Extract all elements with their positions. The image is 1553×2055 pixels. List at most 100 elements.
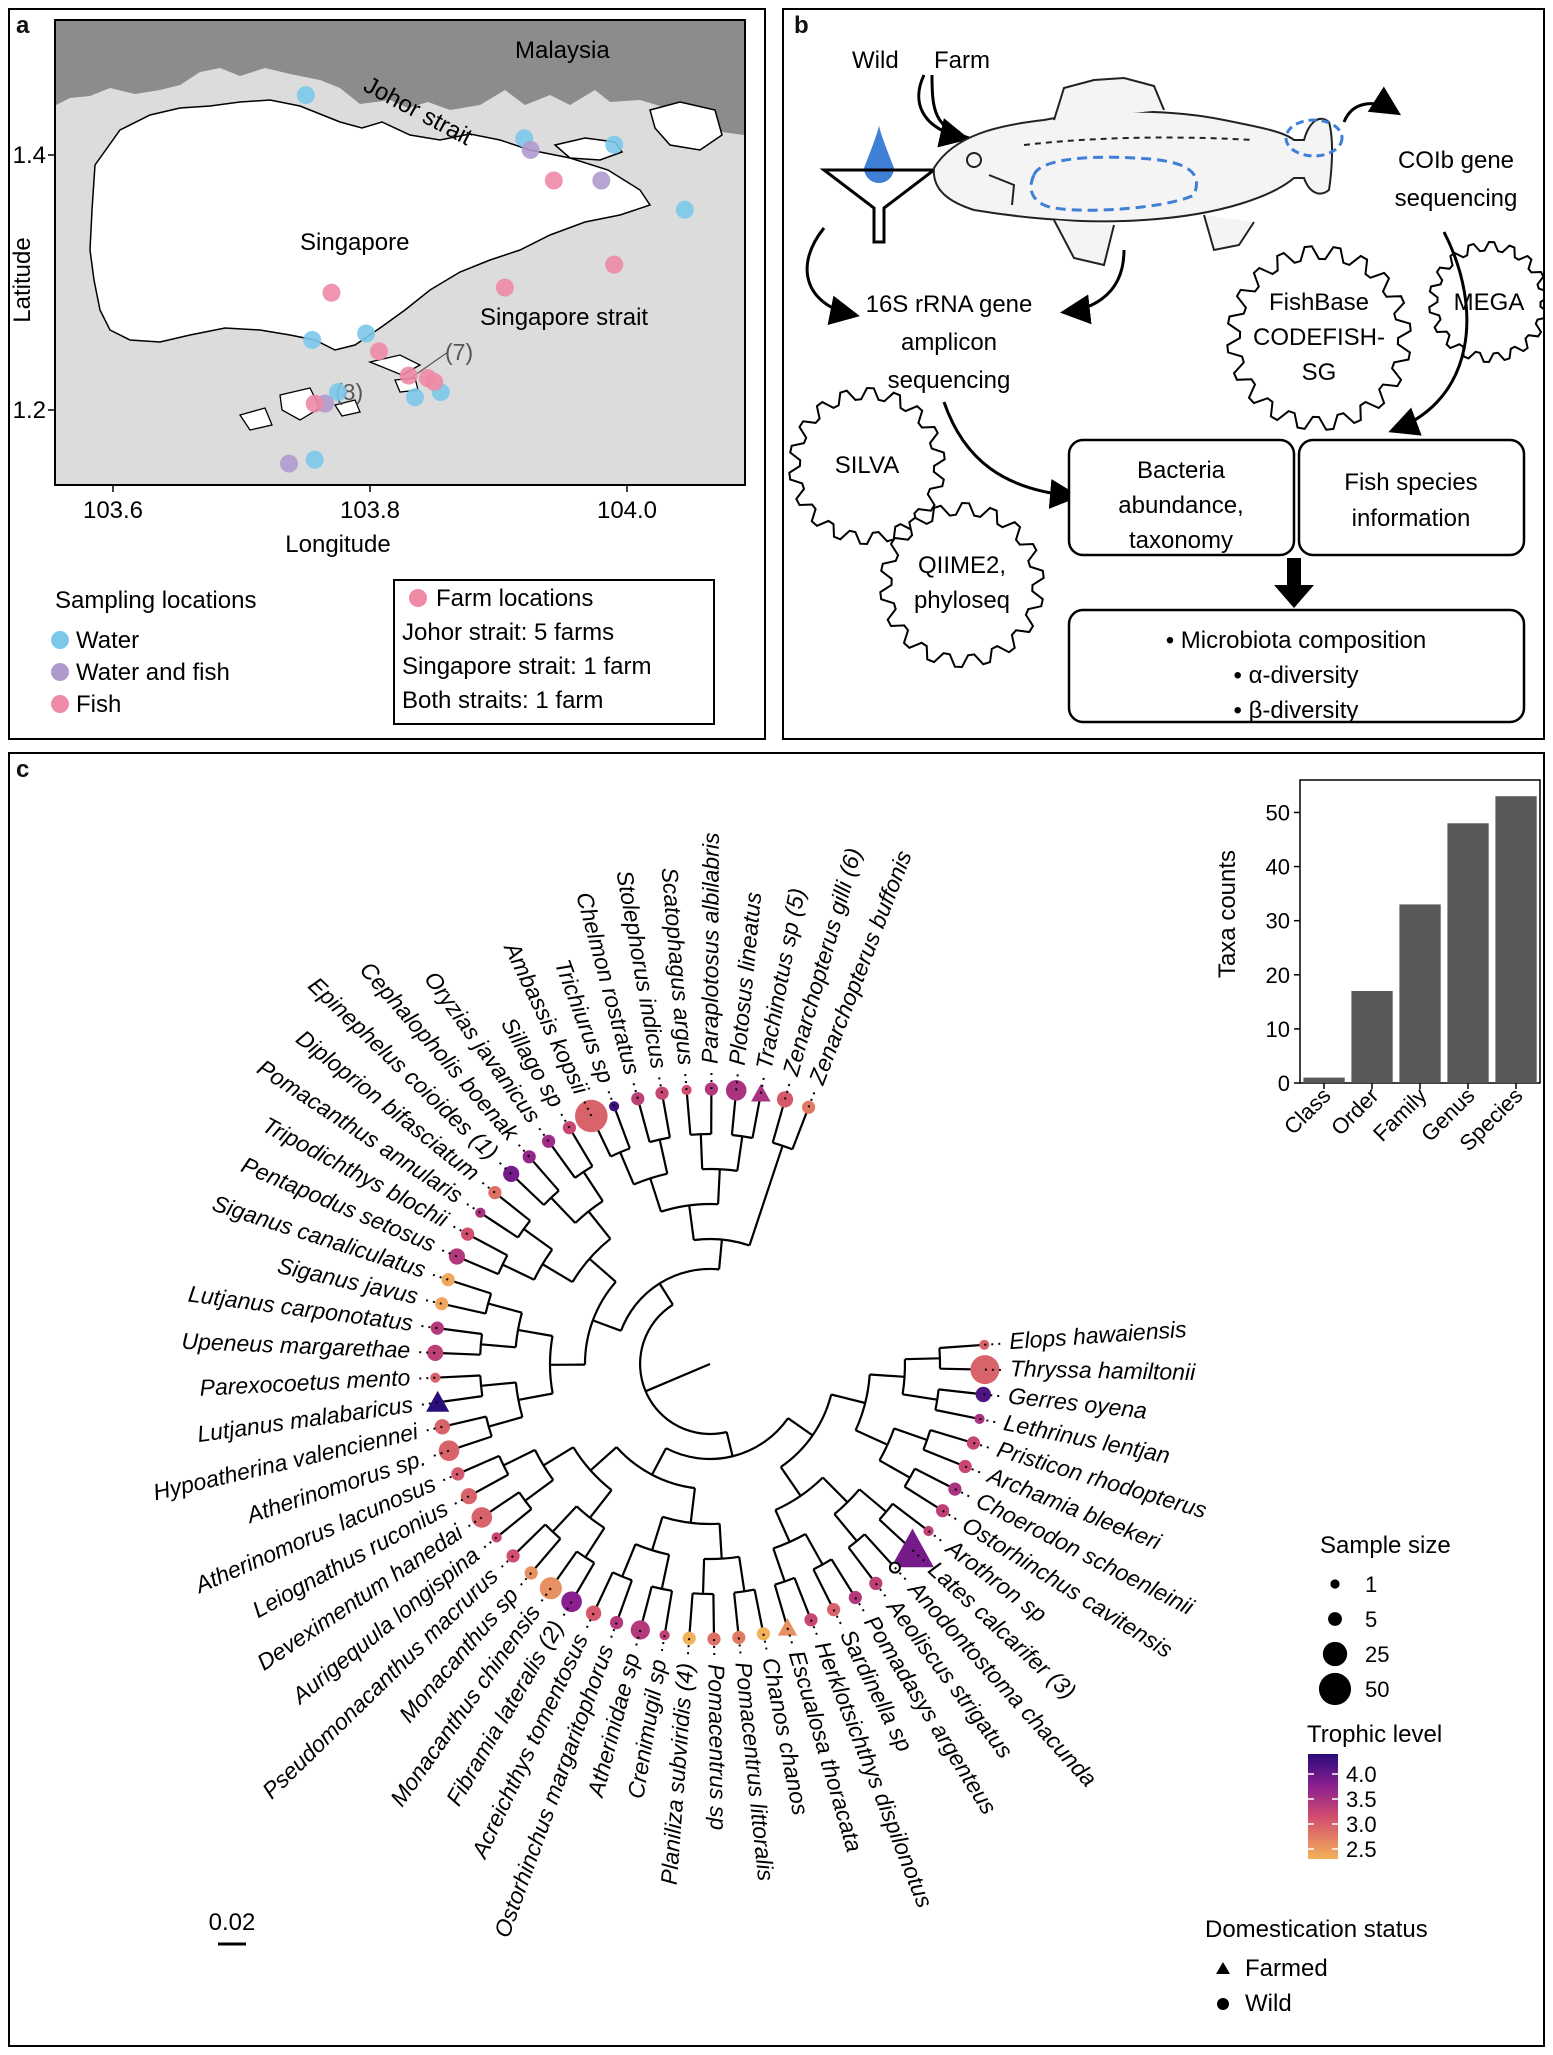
branch-arc — [497, 1254, 509, 1275]
branch — [649, 1178, 663, 1213]
label-singapore-strait: Singapore strait — [480, 304, 648, 331]
branch — [830, 1393, 866, 1405]
arrow-farm-fish — [930, 74, 970, 140]
trophic-tick-3.5: 3.5 — [1346, 1787, 1377, 1812]
branch — [748, 1145, 784, 1246]
branch-arc — [774, 1576, 795, 1586]
sampling-point-21 — [425, 372, 444, 391]
fishbase-line-1: FishBase — [1269, 289, 1369, 316]
branch — [658, 1139, 669, 1174]
label-malaysia: Malaysia — [515, 37, 610, 64]
x-tick-104.0: 104.0 — [597, 497, 657, 524]
branch — [892, 1502, 930, 1532]
label-singapore: Singapore — [300, 229, 409, 256]
sampling-point-16 — [495, 278, 514, 297]
branch-arc — [649, 1136, 671, 1144]
size-legend-label-5: 5 — [1365, 1607, 1377, 1632]
branch — [774, 1509, 791, 1543]
branch — [589, 1446, 618, 1472]
wild-circle-icon — [1217, 1998, 1229, 2010]
branch-arc — [548, 1335, 554, 1394]
branch — [587, 1210, 612, 1240]
arrow-fish-coi — [1342, 86, 1402, 123]
branch — [584, 1527, 606, 1558]
branch-arc — [690, 1132, 712, 1136]
panel-label-c: c — [16, 756, 30, 783]
size-legend-label-50: 50 — [1365, 1677, 1389, 1702]
arrow-fish-16s — [1060, 249, 1126, 325]
branch — [935, 1408, 980, 1420]
branch-arc — [516, 1220, 531, 1239]
branch — [718, 1523, 723, 1559]
branch — [787, 1417, 814, 1437]
branch — [812, 1568, 835, 1611]
tree-leaves — [426, 1080, 1000, 1646]
branch — [517, 1328, 553, 1338]
farmed-triangle-icon — [1216, 1962, 1230, 1974]
branch — [435, 1374, 481, 1379]
branch — [733, 1592, 740, 1638]
taxa-count-chart: Taxa counts ClassOrderFamilyGenusSpecies… — [1214, 779, 1541, 1156]
box-outcome — [1067, 608, 1526, 724]
leaf-marker-zenarchopterus-buffonis — [802, 1100, 816, 1114]
leaf-marker-epinephelus-coioides-1- — [503, 1165, 520, 1182]
malaysia-landmass — [56, 21, 744, 135]
branch — [636, 1098, 651, 1143]
farm-swatch — [409, 589, 427, 607]
branch — [830, 1558, 857, 1599]
trophic-tick-2.5: 2.5 — [1346, 1837, 1377, 1862]
y-tick-20: 20 — [1266, 963, 1290, 988]
branch-arc — [571, 1237, 612, 1283]
fishbase-line-2: CODEFISH- — [1253, 324, 1385, 351]
legend-wild-label: Wild — [1245, 1990, 1292, 2017]
map-y-label: Latitude — [10, 237, 36, 322]
branch — [588, 1257, 617, 1283]
branch — [660, 1093, 671, 1138]
sampling-point-15 — [605, 255, 624, 274]
branch — [822, 1476, 849, 1504]
branch — [699, 1134, 704, 1170]
branch — [688, 1593, 694, 1639]
branch — [904, 1485, 944, 1512]
branch-arc — [635, 1543, 670, 1556]
arrow-water-16s — [805, 227, 860, 325]
branch — [542, 1446, 574, 1467]
branch — [869, 1373, 905, 1378]
branch — [712, 1593, 716, 1640]
branch — [753, 1589, 765, 1635]
legend-trophic: Trophic level 4.03.53.02.5 — [1307, 1721, 1442, 1862]
x-tick-103.8: 103.8 — [340, 497, 400, 524]
sampling-point-18 — [370, 342, 388, 361]
branch — [512, 1523, 547, 1557]
x-tick-103.6: 103.6 — [83, 497, 143, 524]
branch — [487, 1302, 523, 1314]
arrow-coi-species — [1388, 231, 1469, 436]
bar-species — [1495, 796, 1537, 1083]
branch — [855, 1429, 888, 1446]
branch-arc — [772, 1141, 793, 1151]
legend-swatch-water-fish — [51, 663, 69, 681]
branch-arc — [575, 1505, 605, 1529]
branch — [651, 1447, 667, 1476]
tool-gears — [788, 240, 1543, 669]
leaf-marker-lates-calcarifer-3- — [891, 1528, 934, 1568]
legend-domestication: Domestication status Farmed Wild — [1205, 1916, 1428, 2017]
branch — [939, 1343, 985, 1350]
branch — [772, 1548, 786, 1582]
legend-swatch-fish — [51, 695, 69, 713]
branch — [523, 1228, 553, 1251]
outcome-line-2: • α-diversity — [1234, 662, 1359, 689]
workflow-diagram: Wild Farm COIb gene sequencing 16S rRNA … — [788, 47, 1543, 724]
legend-trophic-title: Trophic level — [1307, 1721, 1442, 1748]
southern-island-2 — [238, 407, 273, 431]
farm-locations-box: Farm locations Johor strait: 5 farms Sin… — [393, 579, 715, 725]
branch-arc — [576, 1550, 595, 1564]
sampling-point-17 — [322, 283, 341, 302]
size-legend-dot-25 — [1322, 1641, 1348, 1667]
branch-arc — [485, 1416, 493, 1437]
box-bacteria — [1067, 438, 1296, 557]
branch — [568, 1127, 594, 1167]
branch — [804, 1533, 824, 1566]
